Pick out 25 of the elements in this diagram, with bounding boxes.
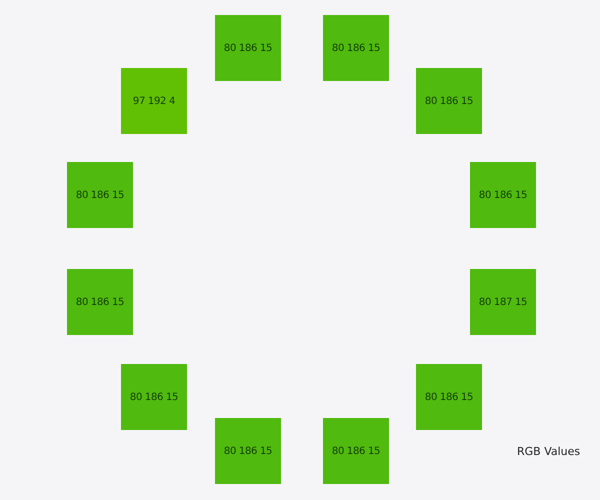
rgb-value: 80 187 15 bbox=[478, 296, 528, 308]
rgb-value: 80 186 15 bbox=[478, 190, 528, 200]
color-swatch bbox=[121, 68, 187, 134]
rgb-value: 80 186 15 bbox=[224, 42, 272, 54]
rgb-value: 80 186 15 bbox=[332, 42, 380, 54]
color-swatch bbox=[67, 162, 133, 228]
caption-text: RGB Values bbox=[517, 445, 580, 458]
rgb-value: 80 186 15 bbox=[130, 392, 178, 402]
rgb-value: 80 186 15 bbox=[424, 392, 474, 402]
color-swatch bbox=[416, 68, 482, 134]
color-swatch bbox=[470, 162, 536, 228]
rgb-value: 97 192 4 bbox=[132, 96, 176, 106]
rgb-value: 80 186 15 bbox=[224, 446, 272, 456]
color-swatch bbox=[215, 15, 281, 81]
color-swatch bbox=[215, 418, 281, 484]
color-swatch bbox=[121, 364, 187, 430]
rgb-value: 80 186 15 bbox=[76, 190, 124, 200]
color-swatch bbox=[67, 269, 133, 335]
rgb-value: 80 186 15 bbox=[76, 296, 124, 308]
rgb-value: 80 186 15 bbox=[424, 96, 474, 106]
color-swatch bbox=[323, 418, 389, 484]
color-swatch bbox=[416, 364, 482, 430]
color-swatch bbox=[323, 15, 389, 81]
color-swatch bbox=[470, 269, 536, 335]
rgb-value: 80 186 15 bbox=[332, 446, 380, 456]
